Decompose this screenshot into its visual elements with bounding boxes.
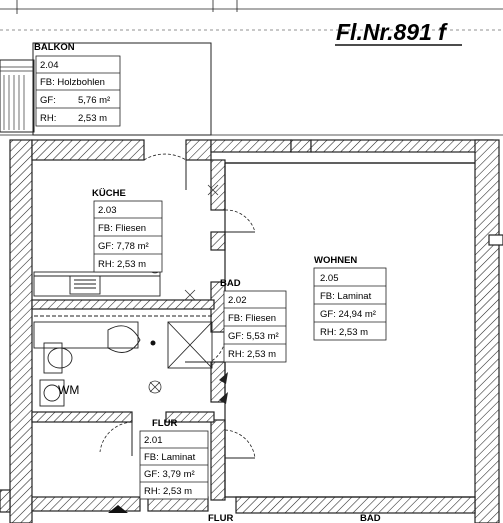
entrance-arrow <box>108 505 128 513</box>
floor-area-label-balkon: GF: <box>40 95 56 106</box>
room-height-value-balkon: 2,53 m <box>78 113 107 124</box>
wall-point-marker <box>150 340 156 346</box>
floor-covering-bad: FB: Fliesen <box>228 313 276 324</box>
room-height-bad: RH: 2,53 m <box>228 349 276 360</box>
room-number-wohnen: 2.05 <box>320 273 339 284</box>
room-name-wohnen: WOHNEN <box>314 255 357 266</box>
room-label-flur: FLUR 2.01 FB: Laminat GF: 3,79 m² RH: 2,… <box>144 418 196 497</box>
kitchen-counter <box>33 271 161 297</box>
room-height-kueche: RH: 2,53 m <box>98 259 146 270</box>
interior-walls <box>31 159 475 501</box>
room-name-flur: FLUR <box>152 418 177 429</box>
floor-area-value-balkon: 5,76 m² <box>78 95 110 106</box>
room-number-kueche: 2.03 <box>98 205 117 216</box>
room-name-balkon: BALKON <box>34 42 75 53</box>
label-boxes <box>35 55 387 500</box>
bottom-label-flur: FLUR <box>208 513 233 523</box>
room-number-balkon: 2.04 <box>40 60 59 71</box>
floor-area-wohnen: GF: 24,94 m² <box>320 309 376 320</box>
room-name-bad: BAD <box>220 278 241 289</box>
room-height-flur: RH: 2,53 m <box>144 486 192 497</box>
plan-number: Fl.Nr.891 f <box>336 19 448 45</box>
floor-covering-balkon: FB: Holzbohlen <box>40 77 105 88</box>
floor-area-bad: GF: 5,53 m² <box>228 331 279 342</box>
room-label-bad: BAD 2.02 FB: Fliesen GF: 5,53 m² RH: 2,5… <box>220 278 279 360</box>
room-height-wohnen: RH: 2,53 m <box>320 327 368 338</box>
wall-arrows <box>219 372 228 404</box>
room-height-label-balkon: RH: <box>40 113 56 124</box>
floor-covering-wohnen: FB: Laminat <box>320 291 372 302</box>
floor-area-flur: GF: 3,79 m² <box>144 469 195 480</box>
room-number-flur: 2.01 <box>144 435 163 446</box>
room-label-wohnen: WOHNEN 2.05 FB: Laminat GF: 24,94 m² RH:… <box>314 255 376 338</box>
doors <box>99 153 256 459</box>
exterior-walls <box>0 139 503 523</box>
room-label-balkon: BALKON 2.04 FB: Holzbohlen GF: 5,76 m² R… <box>34 42 110 124</box>
room-number-bad: 2.02 <box>228 295 247 306</box>
room-label-kueche: KÜCHE 2.03 FB: Fliesen GF: 7,78 m² RH: 2… <box>92 188 149 270</box>
washing-machine-label: WM <box>58 383 79 397</box>
floor-covering-kueche: FB: Fliesen <box>98 223 146 234</box>
room-name-kueche: KÜCHE <box>92 188 126 199</box>
bathroom-fixtures <box>33 315 214 407</box>
balcony-area <box>0 42 503 136</box>
floor-area-kueche: GF: 7,78 m² <box>98 241 149 252</box>
top-margin-lines <box>0 0 503 31</box>
floor-covering-flur: FB: Laminat <box>144 452 196 463</box>
bottom-label-bad: BAD <box>360 513 381 523</box>
